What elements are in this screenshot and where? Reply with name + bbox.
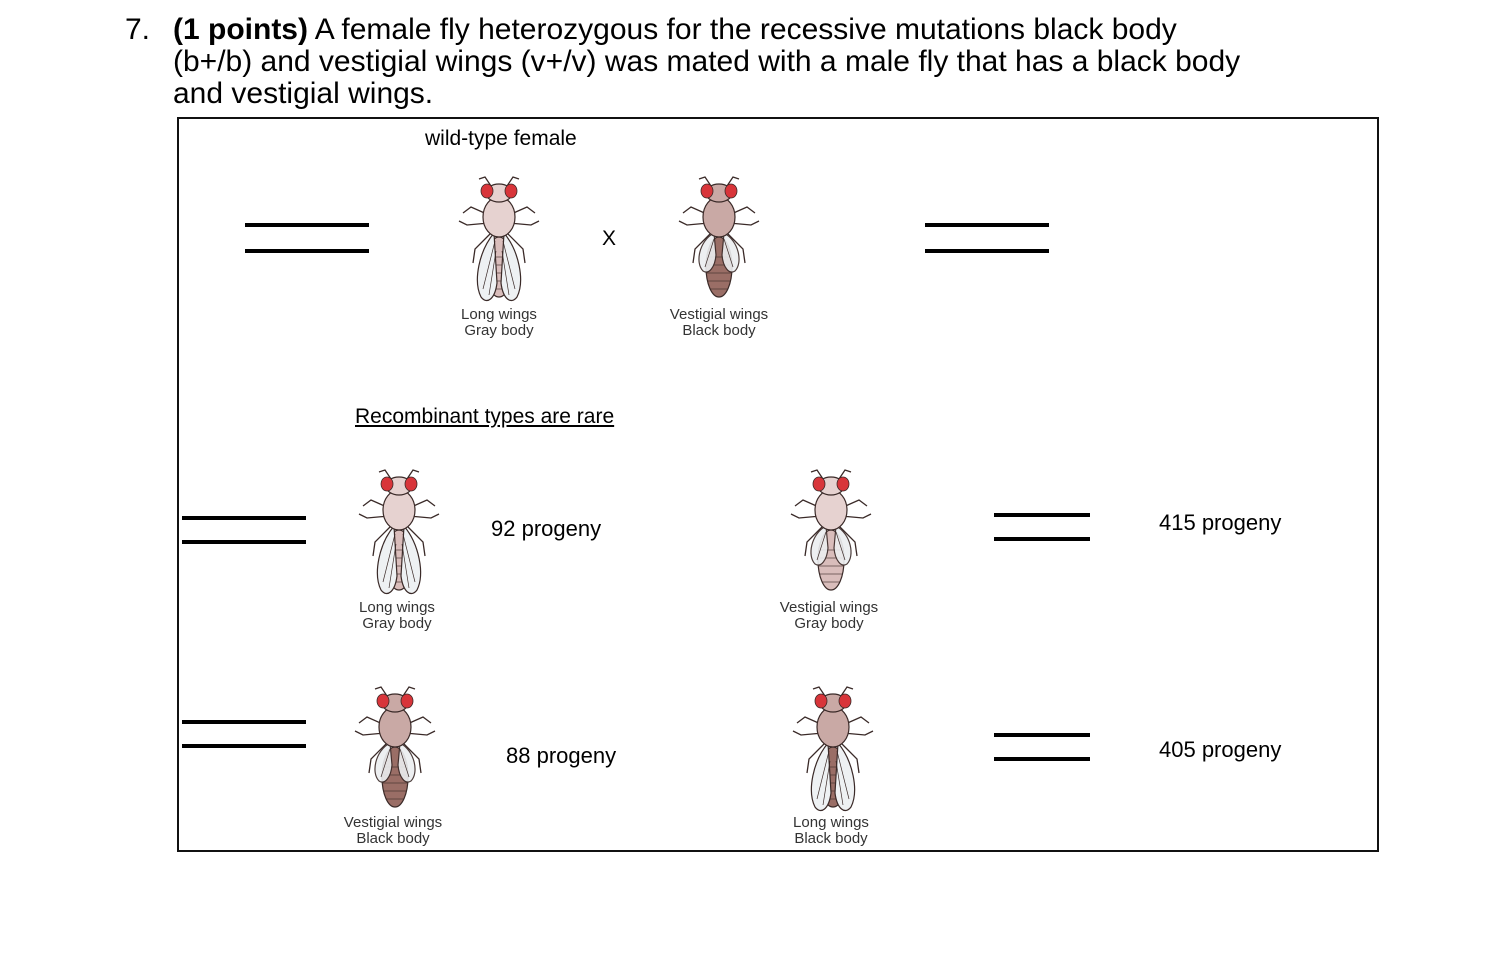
chromosome-line-top: [925, 223, 1049, 227]
chromosome-line-bottom: [925, 249, 1049, 253]
caption-wings: Long wings: [359, 599, 435, 616]
chromosome-line-top: [182, 720, 306, 724]
caption-body: Gray body: [464, 322, 534, 339]
progeny-count-1: 92 progeny: [491, 516, 602, 541]
progeny-count-2: 415 progeny: [1159, 510, 1282, 535]
question-points: (1 points): [173, 13, 308, 46]
parent-female-caption: Long wings Gray body: [439, 307, 559, 339]
question-line-1: A female fly heterozygous for the recess…: [314, 13, 1177, 46]
progeny-1-caption: Long wings Gray body: [337, 600, 457, 632]
caption-wings: Vestigial wings: [669, 306, 769, 323]
caption-wings: Vestigial wings: [779, 599, 879, 616]
chromosome-line-top: [245, 223, 369, 227]
question-text: (1 points) A female fly heterozygous for…: [173, 14, 1413, 110]
caption-body: Gray body: [362, 615, 432, 632]
progeny-4-caption: Long wings Black body: [771, 815, 891, 847]
chromosome-line-top: [994, 513, 1090, 517]
caption-wings: Long wings: [793, 814, 869, 831]
chromosome-line-bottom: [994, 537, 1090, 541]
question-line-2: (b+/b) and vestigial wings (v+/v) was ma…: [173, 45, 1241, 78]
recombinant-heading: Recombinant types are rare: [355, 405, 615, 428]
caption-body: Black body: [682, 322, 756, 339]
fly-icon: [345, 681, 445, 818]
female-heading: wild-type female: [425, 127, 577, 150]
fly-icon: [449, 171, 549, 308]
chromosome-line-top: [994, 733, 1090, 737]
progeny-2-caption: Vestigial wings Gray body: [769, 600, 889, 632]
fly-icon: [349, 464, 449, 601]
chromosome-line-top: [182, 516, 306, 520]
parent-male-caption: Vestigial wings Black body: [659, 307, 779, 339]
cross-figure: wild-type female Long wings Gray body X: [177, 117, 1379, 852]
question-line-3: and vestigial wings.: [173, 77, 434, 110]
chromosome-line-bottom: [182, 540, 306, 544]
chromosome-line-bottom: [994, 757, 1090, 761]
progeny-3-caption: Vestigial wings Black body: [333, 815, 453, 847]
fly-icon: [783, 681, 883, 818]
fly-icon: [669, 171, 769, 308]
caption-body: Gray body: [794, 615, 864, 632]
chromosome-line-bottom: [245, 249, 369, 253]
question-number: 7.: [125, 13, 151, 46]
caption-wings: Long wings: [461, 306, 537, 323]
caption-body: Black body: [794, 830, 868, 847]
fly-icon: [781, 464, 881, 601]
progeny-count-4: 405 progeny: [1159, 737, 1282, 762]
chromosome-line-bottom: [182, 744, 306, 748]
caption-wings: Vestigial wings: [343, 814, 443, 831]
caption-body: Black body: [356, 830, 430, 847]
cross-symbol: X: [602, 227, 617, 250]
progeny-count-3: 88 progeny: [506, 743, 617, 768]
